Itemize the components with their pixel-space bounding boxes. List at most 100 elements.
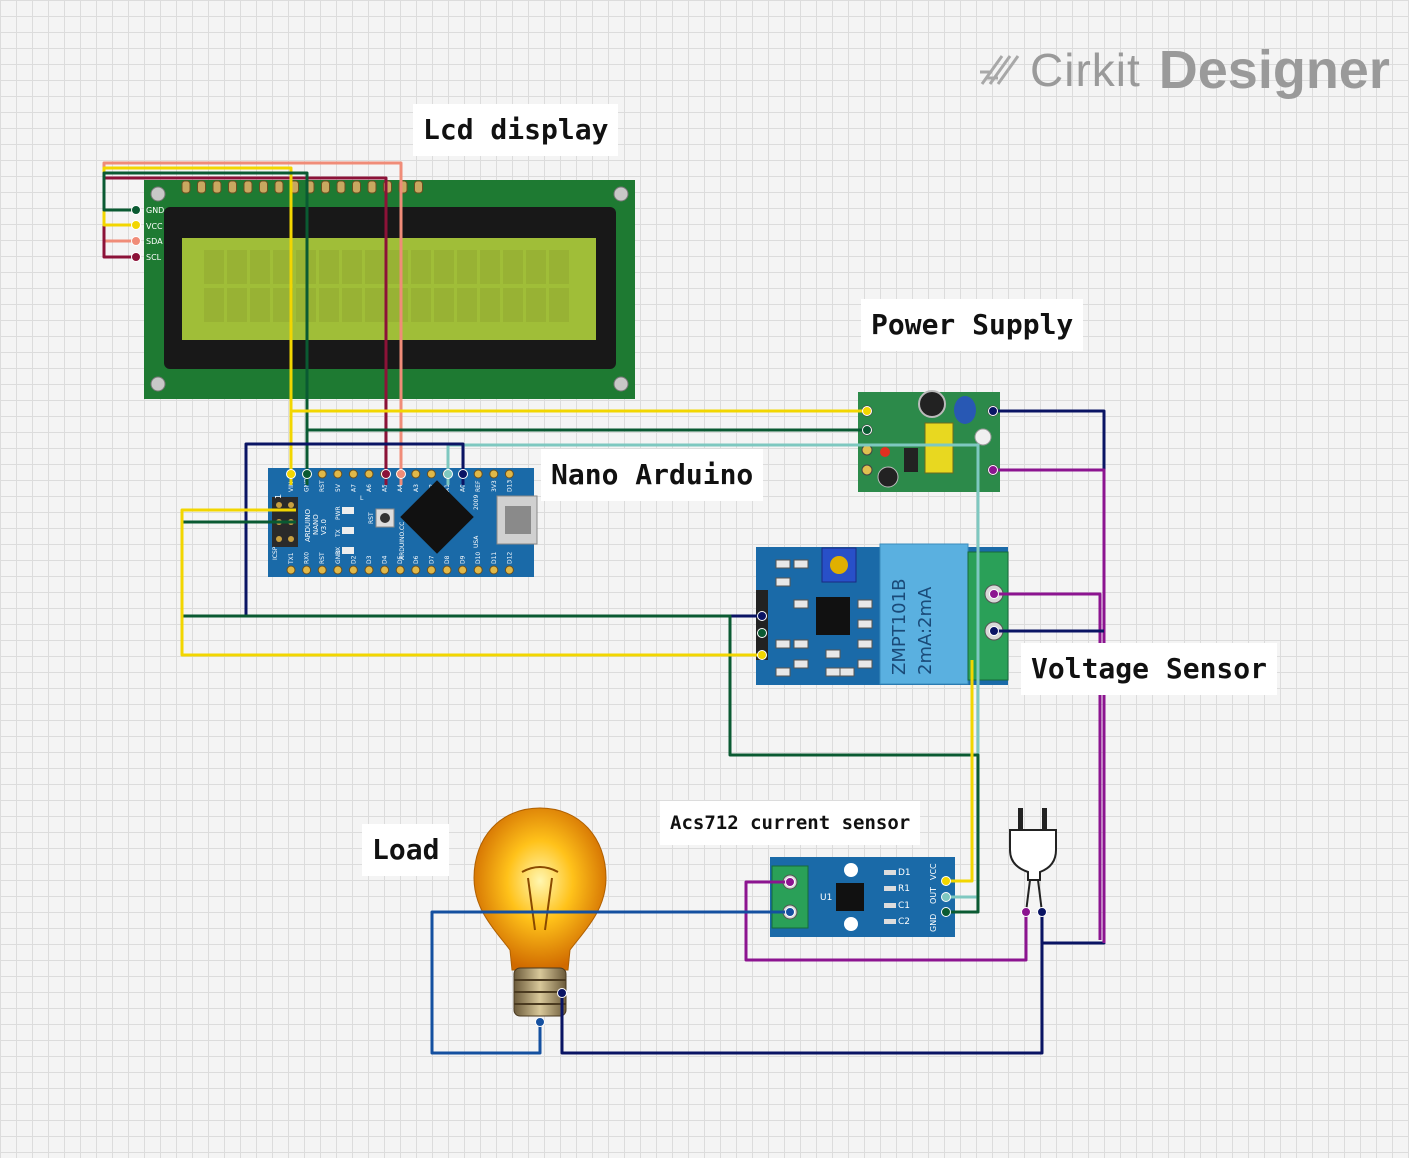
lcd-display[interactable]: GND VCC SDA SCL bbox=[144, 180, 635, 399]
nano-silk-label: TX bbox=[335, 529, 342, 538]
lcd-cell bbox=[434, 250, 454, 284]
pin-endpoint[interactable] bbox=[988, 406, 998, 416]
label-nano[interactable]: Nano Arduino bbox=[541, 449, 764, 501]
capacitor-icon bbox=[918, 390, 946, 418]
wire-plug-acs[interactable] bbox=[744, 880, 1028, 962]
lcd-cell bbox=[457, 250, 477, 284]
nano-pin-icon bbox=[473, 565, 483, 575]
pin-endpoint[interactable] bbox=[785, 907, 795, 917]
nano-pin-label: A1 bbox=[444, 484, 451, 492]
nano-silk-label: ARDUINO.CC bbox=[399, 522, 406, 560]
nano-pin-label: 3V3 bbox=[491, 480, 498, 492]
pin-endpoint[interactable] bbox=[862, 425, 872, 435]
reset-button-cap bbox=[380, 513, 390, 523]
header-pin-icon bbox=[181, 180, 191, 194]
wires bbox=[102, 161, 1106, 1055]
ac-plug[interactable] bbox=[1009, 808, 1057, 913]
pin-endpoint[interactable] bbox=[757, 611, 767, 621]
lcd-cell bbox=[388, 250, 408, 284]
lcd-cell bbox=[503, 250, 523, 284]
pin-icon bbox=[288, 536, 294, 542]
pin-endpoint[interactable] bbox=[941, 892, 951, 902]
nano-pin-label: D2 bbox=[350, 555, 357, 564]
nano-pin-icon bbox=[380, 565, 390, 575]
pin-endpoint[interactable] bbox=[302, 469, 312, 479]
power-supply-module[interactable] bbox=[858, 390, 1000, 492]
lcd-cell bbox=[411, 250, 431, 284]
label-power-supply[interactable]: Power Supply bbox=[861, 299, 1084, 351]
nano-silk-label: ARDUINO bbox=[304, 509, 312, 542]
header-pin-icon bbox=[414, 180, 423, 194]
zmpt-transformer bbox=[879, 543, 969, 685]
wire-acs-vcc[interactable] bbox=[946, 660, 974, 883]
pin-endpoint[interactable] bbox=[757, 650, 767, 660]
pin-endpoint[interactable] bbox=[862, 406, 872, 416]
nano-pin-icon bbox=[426, 469, 436, 479]
wire-acs-bulb[interactable] bbox=[430, 910, 790, 1055]
pin-endpoint[interactable] bbox=[131, 205, 141, 215]
pin-endpoint[interactable] bbox=[131, 236, 141, 246]
zmpt-label: ZMPT101B bbox=[889, 579, 910, 675]
wire-sda[interactable] bbox=[102, 161, 403, 485]
wire-lcd-vcc[interactable] bbox=[102, 166, 293, 485]
smd-led-icon bbox=[342, 547, 354, 554]
header-pin-icon bbox=[259, 180, 268, 194]
wire-bulb-plug[interactable] bbox=[560, 912, 1044, 1055]
pad-icon bbox=[861, 464, 873, 476]
light-bulb-load[interactable] bbox=[473, 807, 607, 1017]
voltage-sensor-module[interactable]: ZMPT101B 2mA:2mA bbox=[756, 543, 1009, 685]
nano-pin-label: A6 bbox=[366, 484, 373, 492]
smd-icon bbox=[825, 649, 841, 659]
pin-endpoint[interactable] bbox=[396, 469, 406, 479]
pin-endpoint[interactable] bbox=[131, 252, 141, 262]
zmpt-label: 2mA:2mA bbox=[915, 586, 936, 675]
acs712-current-sensor[interactable]: D1 R1 C1 C2 U1 VCC OUT GND bbox=[770, 857, 955, 937]
plug-body-icon bbox=[1009, 829, 1057, 881]
pin-endpoint[interactable] bbox=[286, 469, 296, 479]
nano-pin-label: D10 bbox=[475, 552, 482, 564]
pin-endpoint[interactable] bbox=[785, 877, 795, 887]
pin-endpoint[interactable] bbox=[988, 465, 998, 475]
pin-endpoint[interactable] bbox=[535, 1017, 545, 1027]
nano-pin-label: D4 bbox=[382, 555, 389, 564]
lcd-header-pins bbox=[181, 180, 423, 194]
acs-silk-label: R1 bbox=[898, 884, 910, 894]
label-voltage-sensor[interactable]: Voltage Sensor bbox=[1021, 643, 1278, 695]
pin-endpoint[interactable] bbox=[1037, 907, 1047, 917]
header-pin-icon bbox=[352, 180, 361, 194]
nano-silk-label: RX bbox=[335, 547, 342, 555]
ac-input-terminal bbox=[967, 551, 1009, 681]
pin-endpoint[interactable] bbox=[381, 469, 391, 479]
pin-endpoint[interactable] bbox=[443, 469, 453, 479]
pin-endpoint[interactable] bbox=[941, 907, 951, 917]
header-pin-icon bbox=[336, 180, 346, 194]
nano-pin-label: REF bbox=[475, 480, 482, 492]
smd-icon bbox=[775, 667, 791, 677]
pin-endpoint[interactable] bbox=[757, 628, 767, 638]
nano-pin-label: D13 bbox=[506, 480, 513, 492]
pin-endpoint[interactable] bbox=[941, 876, 951, 886]
pin-endpoint[interactable] bbox=[557, 988, 567, 998]
label-acs712[interactable]: Acs712 current sensor bbox=[660, 801, 921, 845]
cirkit-logo: Cirkit Designer bbox=[978, 40, 1390, 100]
wire-zmpt-ac-a[interactable] bbox=[994, 592, 1102, 940]
pin-endpoint[interactable] bbox=[458, 469, 468, 479]
label-load[interactable]: Load bbox=[362, 824, 450, 876]
pin-endpoint[interactable] bbox=[989, 589, 999, 599]
wire-5v[interactable] bbox=[180, 508, 762, 657]
logo-product: Designer bbox=[1158, 40, 1390, 100]
smd-icon bbox=[793, 639, 809, 649]
lcd-cell bbox=[526, 288, 546, 322]
pin-endpoint[interactable] bbox=[1021, 907, 1031, 917]
wire-acs-out[interactable] bbox=[446, 443, 980, 899]
wire-lcd-gnd[interactable] bbox=[102, 171, 309, 485]
lcd-pin-label: SCL bbox=[146, 253, 162, 262]
nano-silk-label: 2009 bbox=[473, 495, 480, 510]
wire-psu-ac-n[interactable] bbox=[993, 468, 1106, 943]
pin-endpoint[interactable] bbox=[989, 626, 999, 636]
nano-pin-icon bbox=[333, 469, 343, 479]
pin-endpoint[interactable] bbox=[131, 220, 141, 230]
label-lcd[interactable]: Lcd display bbox=[413, 104, 619, 156]
nano-pin-label: TX1 bbox=[288, 552, 295, 565]
